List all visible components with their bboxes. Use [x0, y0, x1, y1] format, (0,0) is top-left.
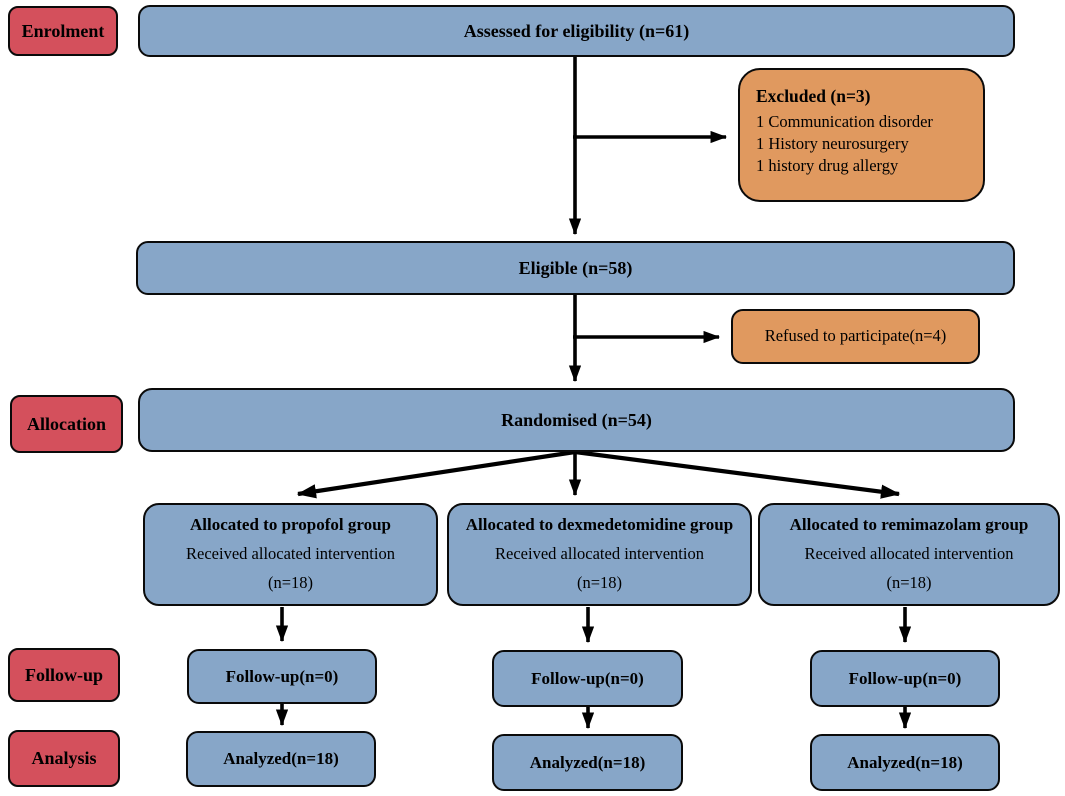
group-n: (n=18) [267, 573, 314, 593]
box-followup-propofol: Follow-up(n=0) [187, 649, 377, 704]
box-eligible: Eligible (n=58) [136, 241, 1015, 295]
stage-label-analysis: Analysis [8, 730, 120, 787]
group-title: Allocated to propofol group [189, 515, 392, 534]
box-group-dexmedetomidine: Allocated to dexmedetomidine group Recei… [447, 503, 752, 606]
box-assessed-eligibility: Assessed for eligibility (n=61) [138, 5, 1015, 57]
box-analyzed-propofol: Analyzed(n=18) [186, 731, 376, 787]
excluded-item: 1 History neurosurgery [756, 133, 909, 153]
group-received: Received allocated intervention [186, 544, 395, 563]
box-followup-dexmedetomidine: Follow-up(n=0) [492, 650, 683, 707]
group-n: (n=18) [576, 573, 623, 593]
box-followup-remimazolam: Follow-up(n=0) [810, 650, 1000, 707]
box-refused: Refused to participate(n=4) [731, 309, 980, 364]
box-group-remimazolam: Allocated to remimazolam group Received … [758, 503, 1060, 606]
box-randomised: Randomised (n=54) [138, 388, 1015, 452]
group-received: Received allocated intervention [495, 544, 704, 563]
arrow-randomised-to-group1 [296, 449, 576, 499]
stage-label-followup: Follow-up [8, 648, 120, 702]
excluded-item: 1 Communication disorder [756, 111, 933, 131]
group-title: Allocated to dexmedetomidine group [465, 515, 734, 534]
arrow-randomised-to-group3 [574, 449, 901, 499]
stage-label-allocation: Allocation [10, 395, 123, 453]
group-n: (n=18) [886, 573, 932, 593]
box-analyzed-remimazolam: Analyzed(n=18) [810, 734, 1000, 791]
excluded-item: 1 history drug allergy [756, 155, 899, 175]
excluded-title: Excluded (n=3) [756, 86, 871, 106]
stage-label-enrolment: Enrolment [8, 6, 118, 56]
box-excluded: Excluded (n=3) 1 Communication disorder … [738, 68, 985, 202]
group-title: Allocated to remimazolam group [789, 515, 1029, 534]
box-group-propofol: Allocated to propofol group Received all… [143, 503, 438, 606]
box-analyzed-dexmedetomidine: Analyzed(n=18) [492, 734, 683, 791]
group-received: Received allocated intervention [804, 544, 1014, 563]
